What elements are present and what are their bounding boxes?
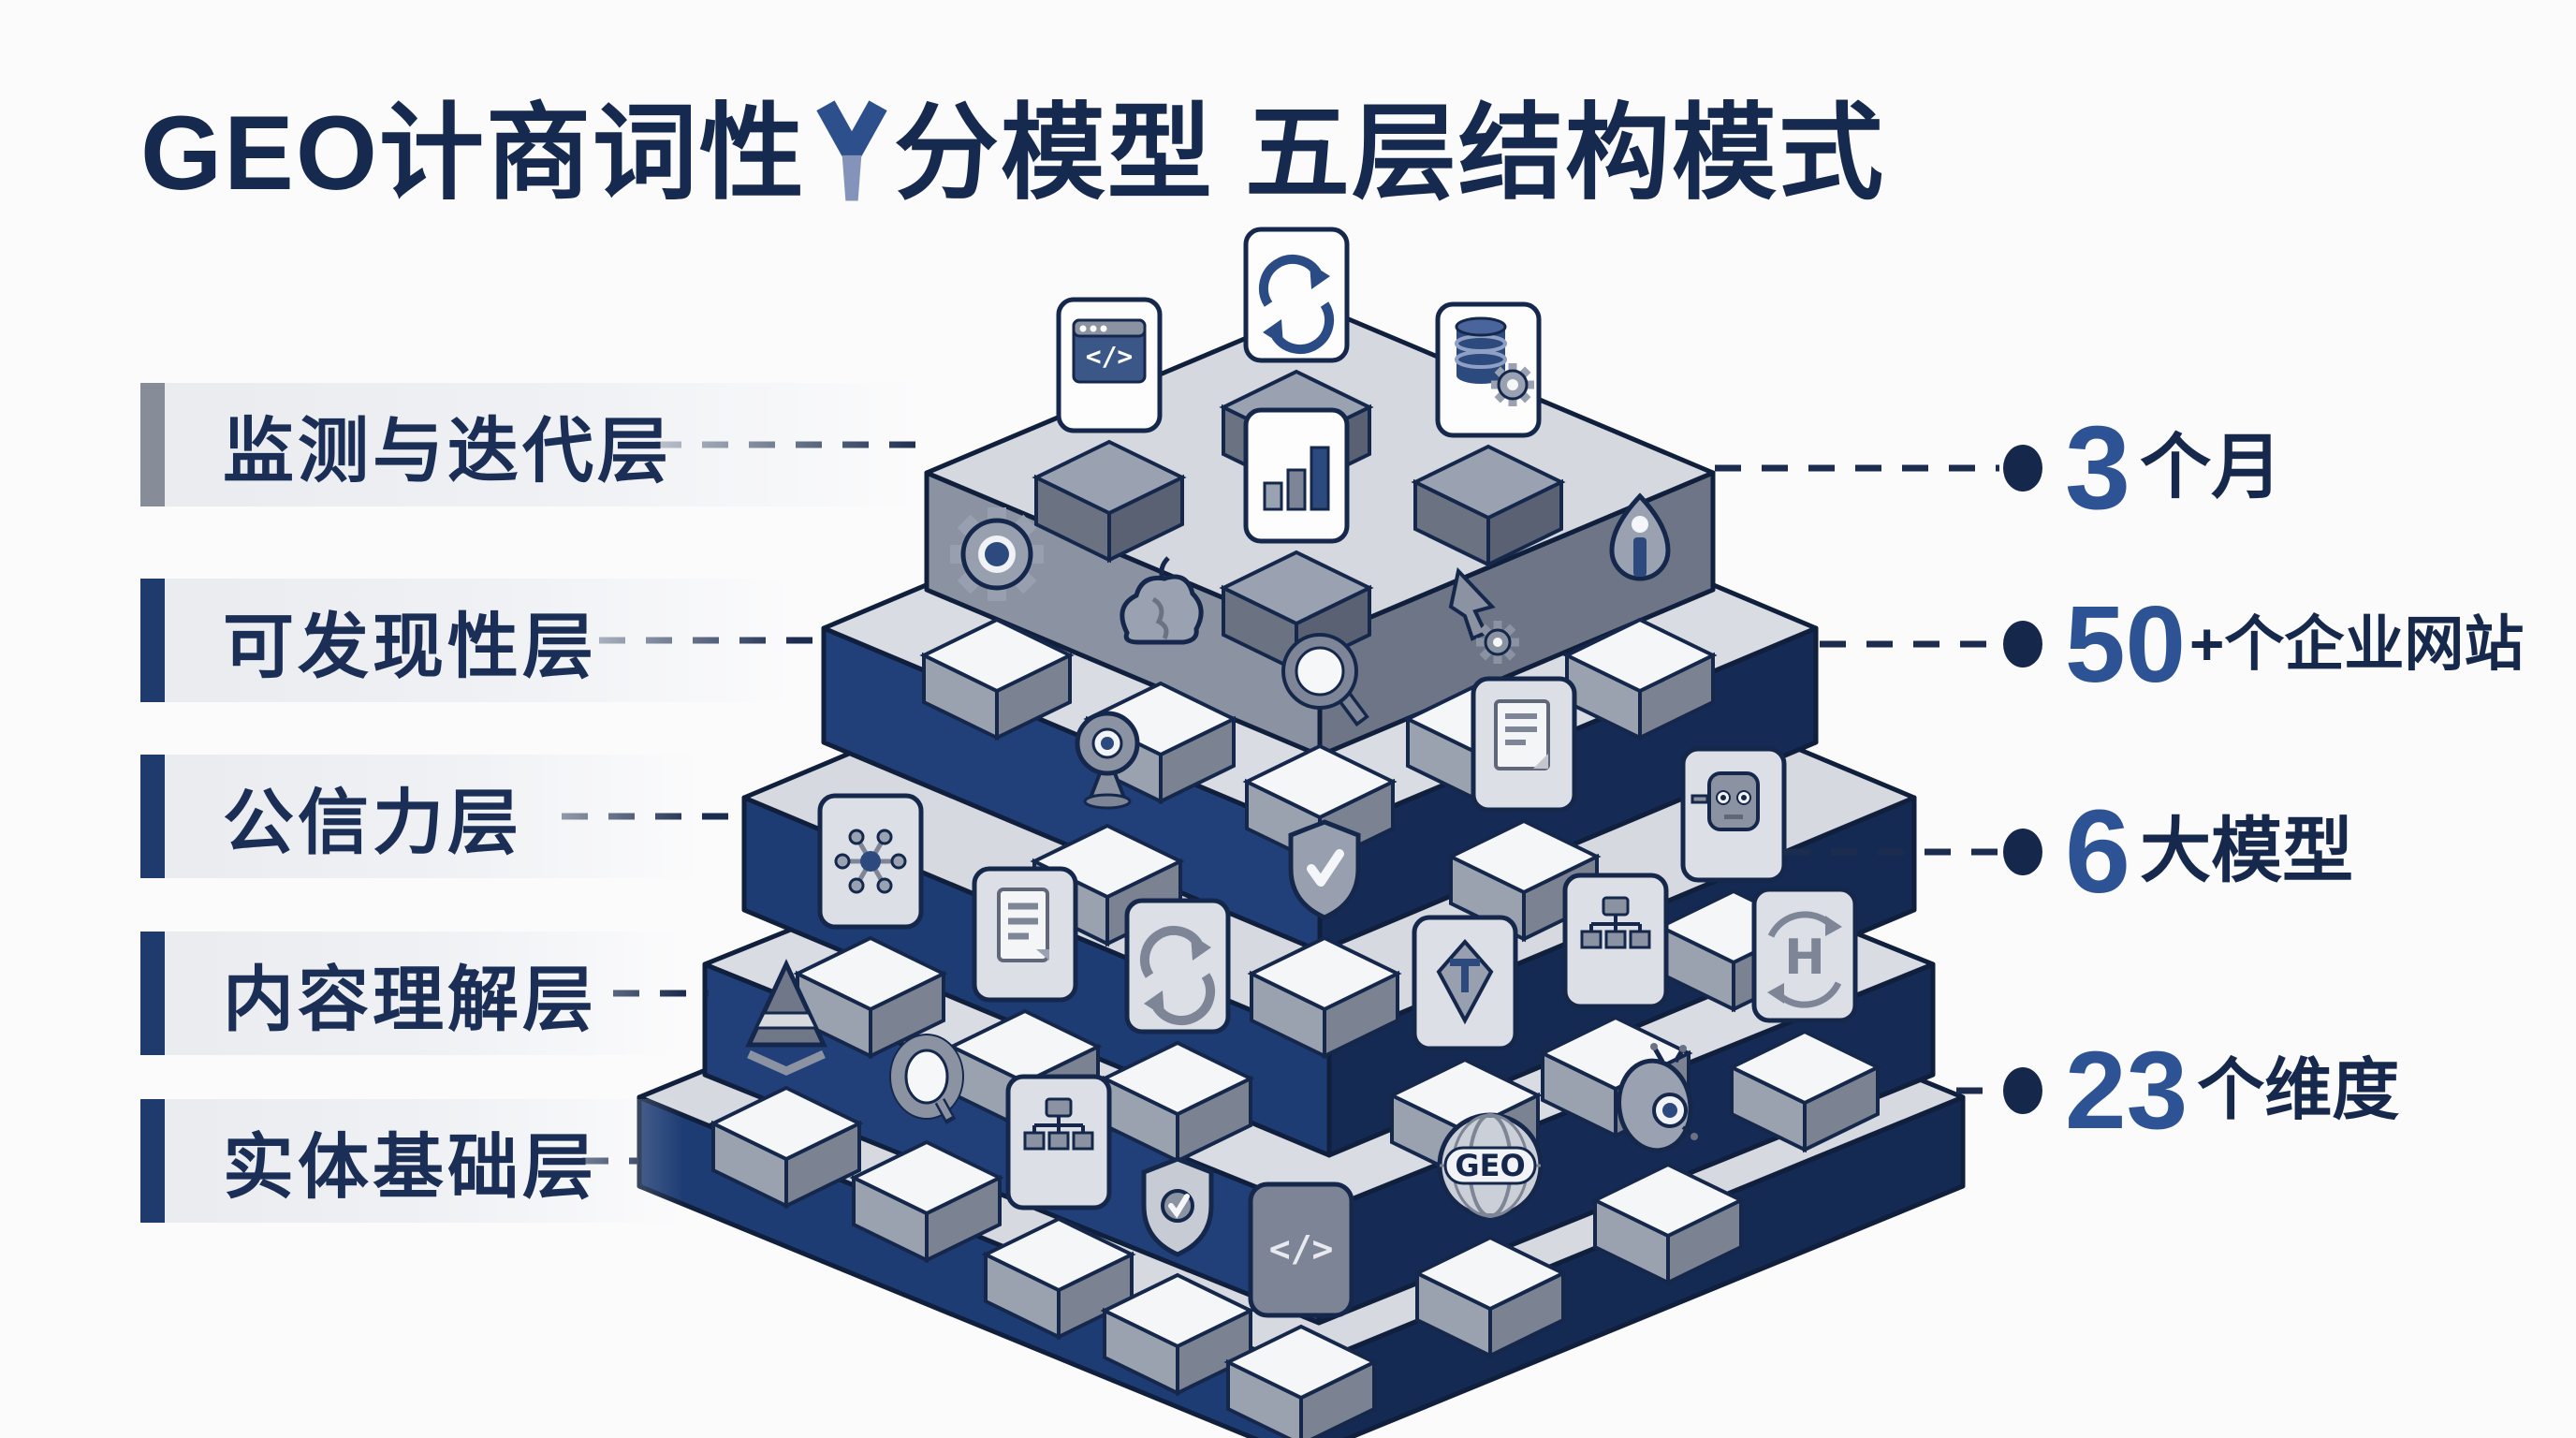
gear-icon [919, 507, 1075, 741]
annotation-number: 50 [2065, 583, 2187, 705]
annotation-suffix: 个维度 [2197, 1053, 2400, 1128]
shield-verified-icon [1100, 1156, 1255, 1397]
title-part2: 分模型 五层结构模式 [893, 95, 1886, 212]
bullet-icon [2003, 445, 2042, 492]
accent-bar [140, 932, 165, 1055]
geo-globe-icon: GEO [1412, 1112, 1568, 1359]
accent-bar [140, 755, 165, 878]
right-dashed-connectors [1715, 464, 1999, 1094]
accent-bar [140, 383, 165, 506]
database-gear-icon [1411, 301, 1566, 568]
code-window-icon: </> [1032, 297, 1187, 564]
search-icon [1242, 633, 1398, 868]
bullet-icon [2003, 829, 2042, 875]
annotation-models: 6 大模型 [2003, 793, 2353, 911]
accent-bar [140, 1099, 165, 1223]
pyramid-icon [709, 959, 864, 1210]
layer-label-text: 实体基础层 [223, 1128, 597, 1208]
svg-text:H: H [1784, 930, 1825, 986]
annotation-months: 3 个月 [2003, 409, 2282, 527]
annotation-dimensions: 23 个维度 [2003, 1035, 2399, 1146]
org-chart-icon [981, 1074, 1136, 1341]
code-snippet-icon: </> [1223, 1181, 1379, 1438]
layer-label-text: 内容理解层 [223, 961, 597, 1040]
annotation-websites: 50 +个企业网站 [2003, 590, 2524, 698]
layer-label-monitoring: 监测与迭代层 [140, 383, 923, 506]
layer-label-content: 内容理解层 [140, 932, 683, 1055]
bot-face-icon [1590, 1043, 1746, 1286]
bullet-icon [2003, 1067, 2042, 1114]
annotation-suffix: 个月 [2140, 428, 2283, 507]
annotation-number: 23 [2065, 1029, 2188, 1152]
layer-label-text: 可发现性层 [223, 608, 597, 687]
sync-arrows-icon [1100, 898, 1255, 1165]
bullet-icon [2003, 621, 2042, 668]
bar-chart-icon [1219, 407, 1374, 674]
layer-label-text: 公信力层 [223, 784, 522, 863]
h-swap-icon: H [1727, 887, 1882, 1153]
network-hub-icon [793, 793, 948, 1060]
svg-text:</>: </> [1086, 341, 1134, 372]
funnel-filter-icon [815, 92, 888, 202]
layer-label-credibility: 公信力层 [140, 755, 702, 878]
annotation-number: 3 [2065, 402, 2131, 534]
annotation-suffix: +个企业网站 [2189, 610, 2525, 678]
accent-bar [140, 579, 165, 702]
layer-label-entity: 实体基础层 [140, 1099, 683, 1223]
svg-text:</>: </> [1269, 1228, 1334, 1269]
svg-text:GEO: GEO [1455, 1148, 1525, 1183]
title-part1: GEO计商词性 [140, 95, 806, 212]
page-title: GEO计商词性 分模型 五层结构模式 [140, 79, 1885, 212]
layer-label-discoverability: 可发现性层 [140, 579, 796, 702]
annotation-suffix: 大模型 [2140, 812, 2354, 891]
sync-refresh-icon [1219, 227, 1374, 493]
layer-label-text: 监测与迭代层 [223, 412, 672, 492]
annotation-number: 6 [2065, 785, 2131, 917]
info-drop-icon [1562, 492, 1718, 741]
ring-search-icon [849, 1034, 1004, 1264]
shield-check-icon [1247, 819, 1402, 1060]
